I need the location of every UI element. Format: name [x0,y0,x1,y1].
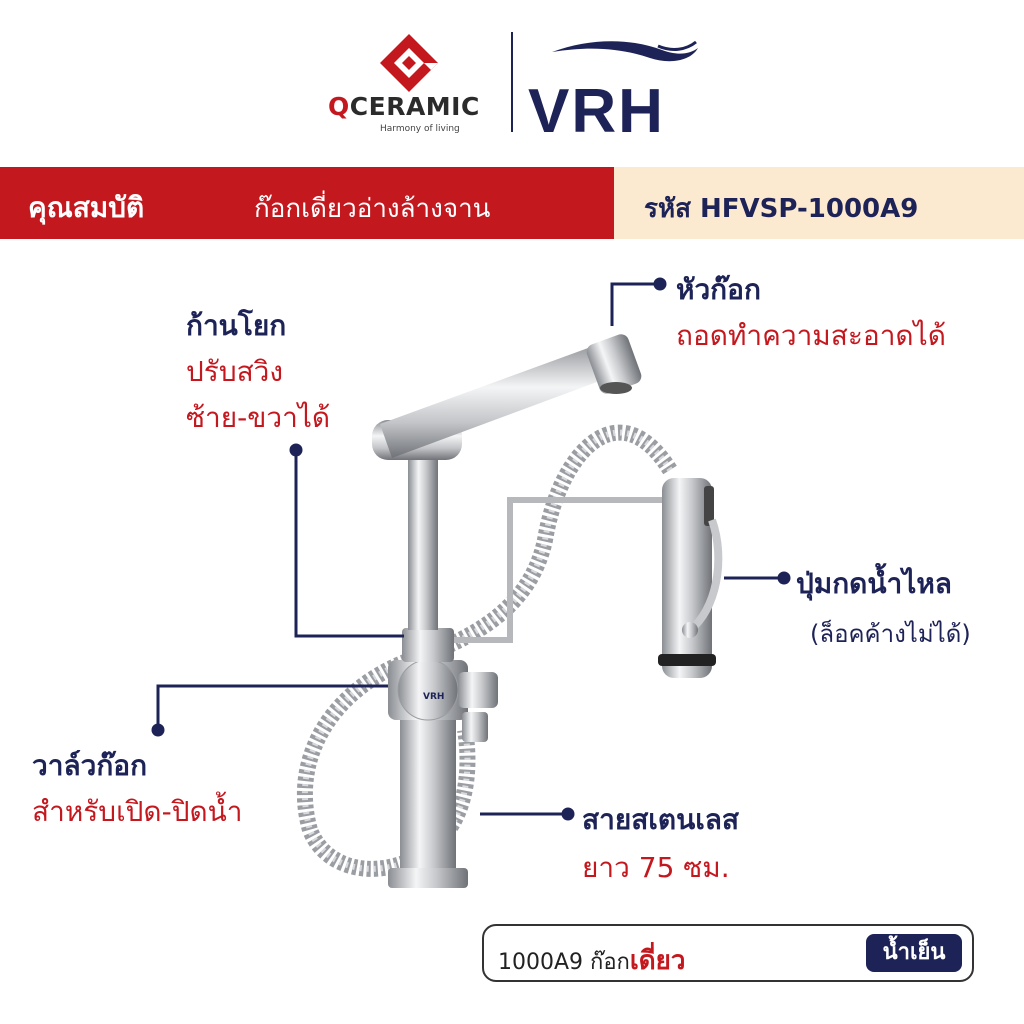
faucet-base [388,868,468,888]
faucet-body [400,690,456,880]
qceramic-diamond-icon [380,34,438,92]
qceramic-tagline: Harmony of living [380,124,460,134]
callout-button-heading: ปุ่มกดน้ำไหล [796,567,952,600]
callout-head-heading: หัวก๊อก [676,273,761,306]
banner-product-code: รหัส HFVSP-1000A9 [644,194,919,224]
callout-valve-heading: วาล์วก๊อก [32,749,148,782]
qceramic-logo: QCERAMIC Harmony of living [318,34,488,134]
callout-spout-heading: ก้านโยก [186,309,287,342]
product-mark: VRH [423,692,445,702]
holder-wire [420,497,665,643]
spout-arm [380,340,624,458]
callout-hose-heading: สายสเตนเลส [582,803,740,836]
qceramic-wordmark: QCERAMIC [328,92,480,121]
faucet-column [408,450,438,630]
vrh-wave-icon [552,40,698,62]
model-badge: 1000A9 ก๊อกเดี่ยว น้ำเย็น [482,924,974,982]
banner-title: คุณสมบัติ [28,191,145,224]
callout-spout-line1: ปรับสวิง [186,355,284,388]
cold-water-pill: น้ำเย็น [866,934,962,972]
callout-valve-line1: สำหรับเปิด-ปิดน้ำ [32,795,243,828]
banner-product-name: ก๊อกเดี่ยวอ่างล้างจาน [254,194,491,224]
model-badge-text: 1000A9 ก๊อกเดี่ยว [498,946,686,976]
callout-button-line1: (ล็อคค้างไม่ได้) [810,620,971,648]
vrh-logo: VRH [528,36,704,146]
vrh-wordmark: VRH [528,77,665,146]
spray-head [662,478,712,678]
banner-cream-section [614,167,1024,239]
callout-head-line1: ถอดทำความสะอาดได้ [676,319,946,352]
banner-red-section [0,167,614,239]
faucet-collar [402,628,454,662]
callout-spout-line2: ซ้าย-ขวาได้ [186,401,331,434]
callout-hose-line1: ยาว 75 ซม. [582,851,730,884]
spout-head [586,334,642,394]
logo-divider [511,32,513,132]
